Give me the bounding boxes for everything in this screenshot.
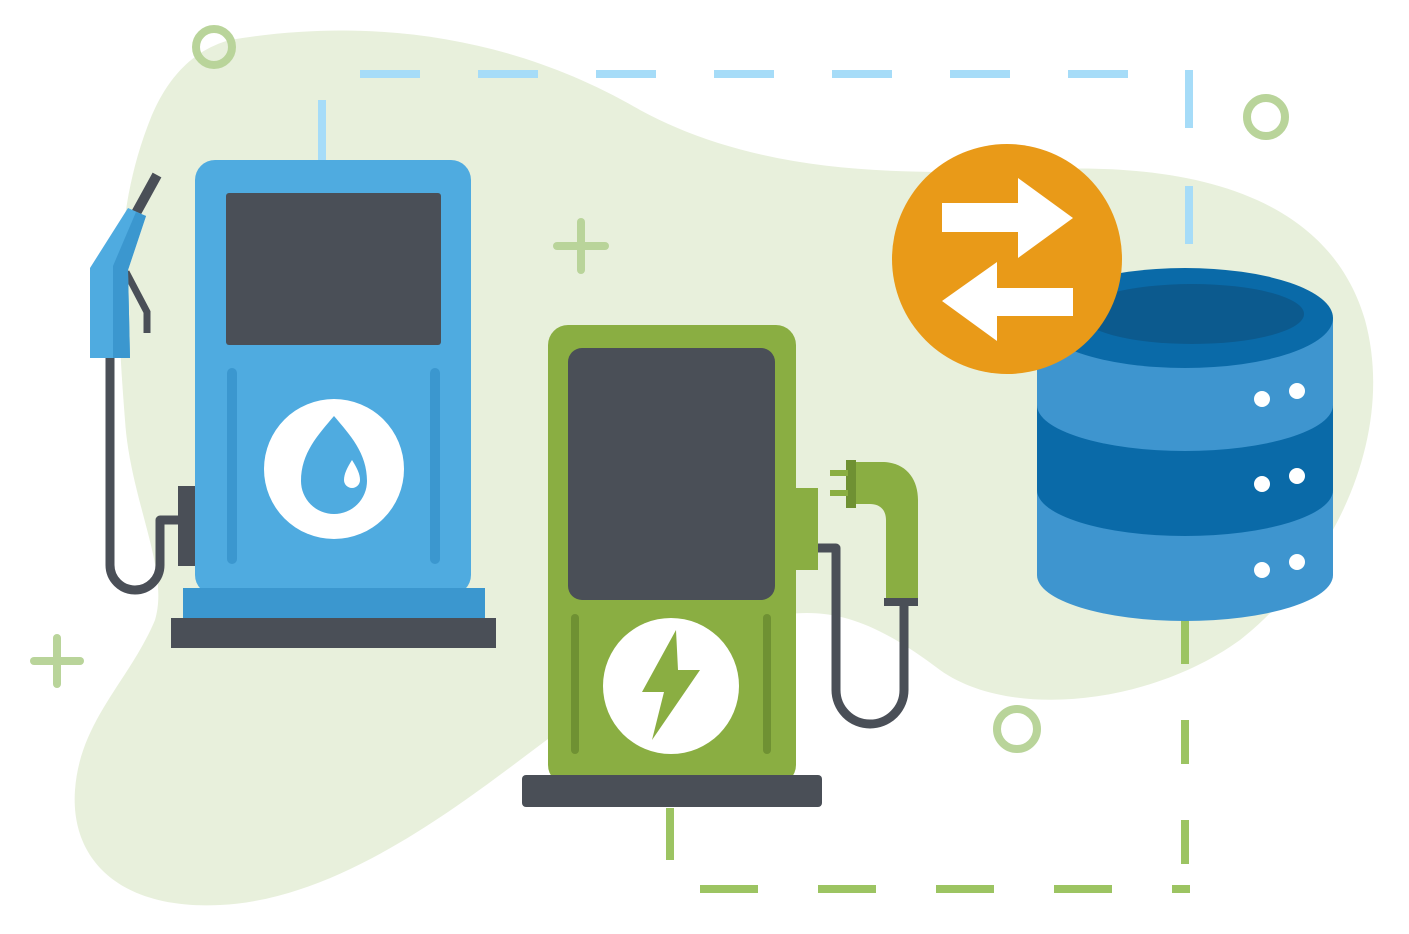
ev-charger-base <box>522 775 822 807</box>
ev-plug-ring <box>884 598 918 606</box>
ev-charger-side-holder <box>795 488 818 570</box>
ev-cable <box>800 543 909 729</box>
fuel-pump <box>90 160 496 648</box>
lightning-bolt-icon <box>642 630 700 740</box>
fuel-hose <box>105 350 195 595</box>
ev-charger-groove-right <box>763 614 771 754</box>
db-indicator-lights <box>1254 383 1305 578</box>
ev-charger-groove-left <box>571 614 579 754</box>
ev-plug-pin-bottom <box>830 490 848 496</box>
deco-circle-bottom <box>993 705 1041 753</box>
fuel-nozzle-spout <box>130 172 162 218</box>
fuel-drop-icon <box>301 416 367 514</box>
deco-circle-top-right <box>1243 94 1289 140</box>
ev-plug-pin-top <box>830 470 848 476</box>
ev-plug <box>850 462 918 600</box>
fuel-nozzle-shade <box>113 212 146 358</box>
swap-arrows-icon <box>942 178 1073 341</box>
ev-charger-screen <box>568 348 775 600</box>
fuel-pump-screen <box>226 193 441 345</box>
deco-plus-left <box>30 634 84 688</box>
fuel-nozzle-trigger <box>122 270 151 333</box>
fuel-hose-holder <box>178 486 200 566</box>
fuel-pump-plinth <box>183 588 485 620</box>
ev-plug-collar <box>846 460 856 508</box>
deco-circle-top-left <box>192 25 236 69</box>
exchange-circle <box>892 144 1122 374</box>
fuel-pump-base <box>171 618 496 648</box>
fuel-pump-groove-right <box>430 368 440 564</box>
deco-plus-middle <box>553 218 609 274</box>
fuel-pump-groove-left <box>227 368 237 564</box>
exchange-badge <box>892 144 1122 374</box>
ev-charger <box>522 325 918 807</box>
db-top-inner <box>1080 284 1304 344</box>
